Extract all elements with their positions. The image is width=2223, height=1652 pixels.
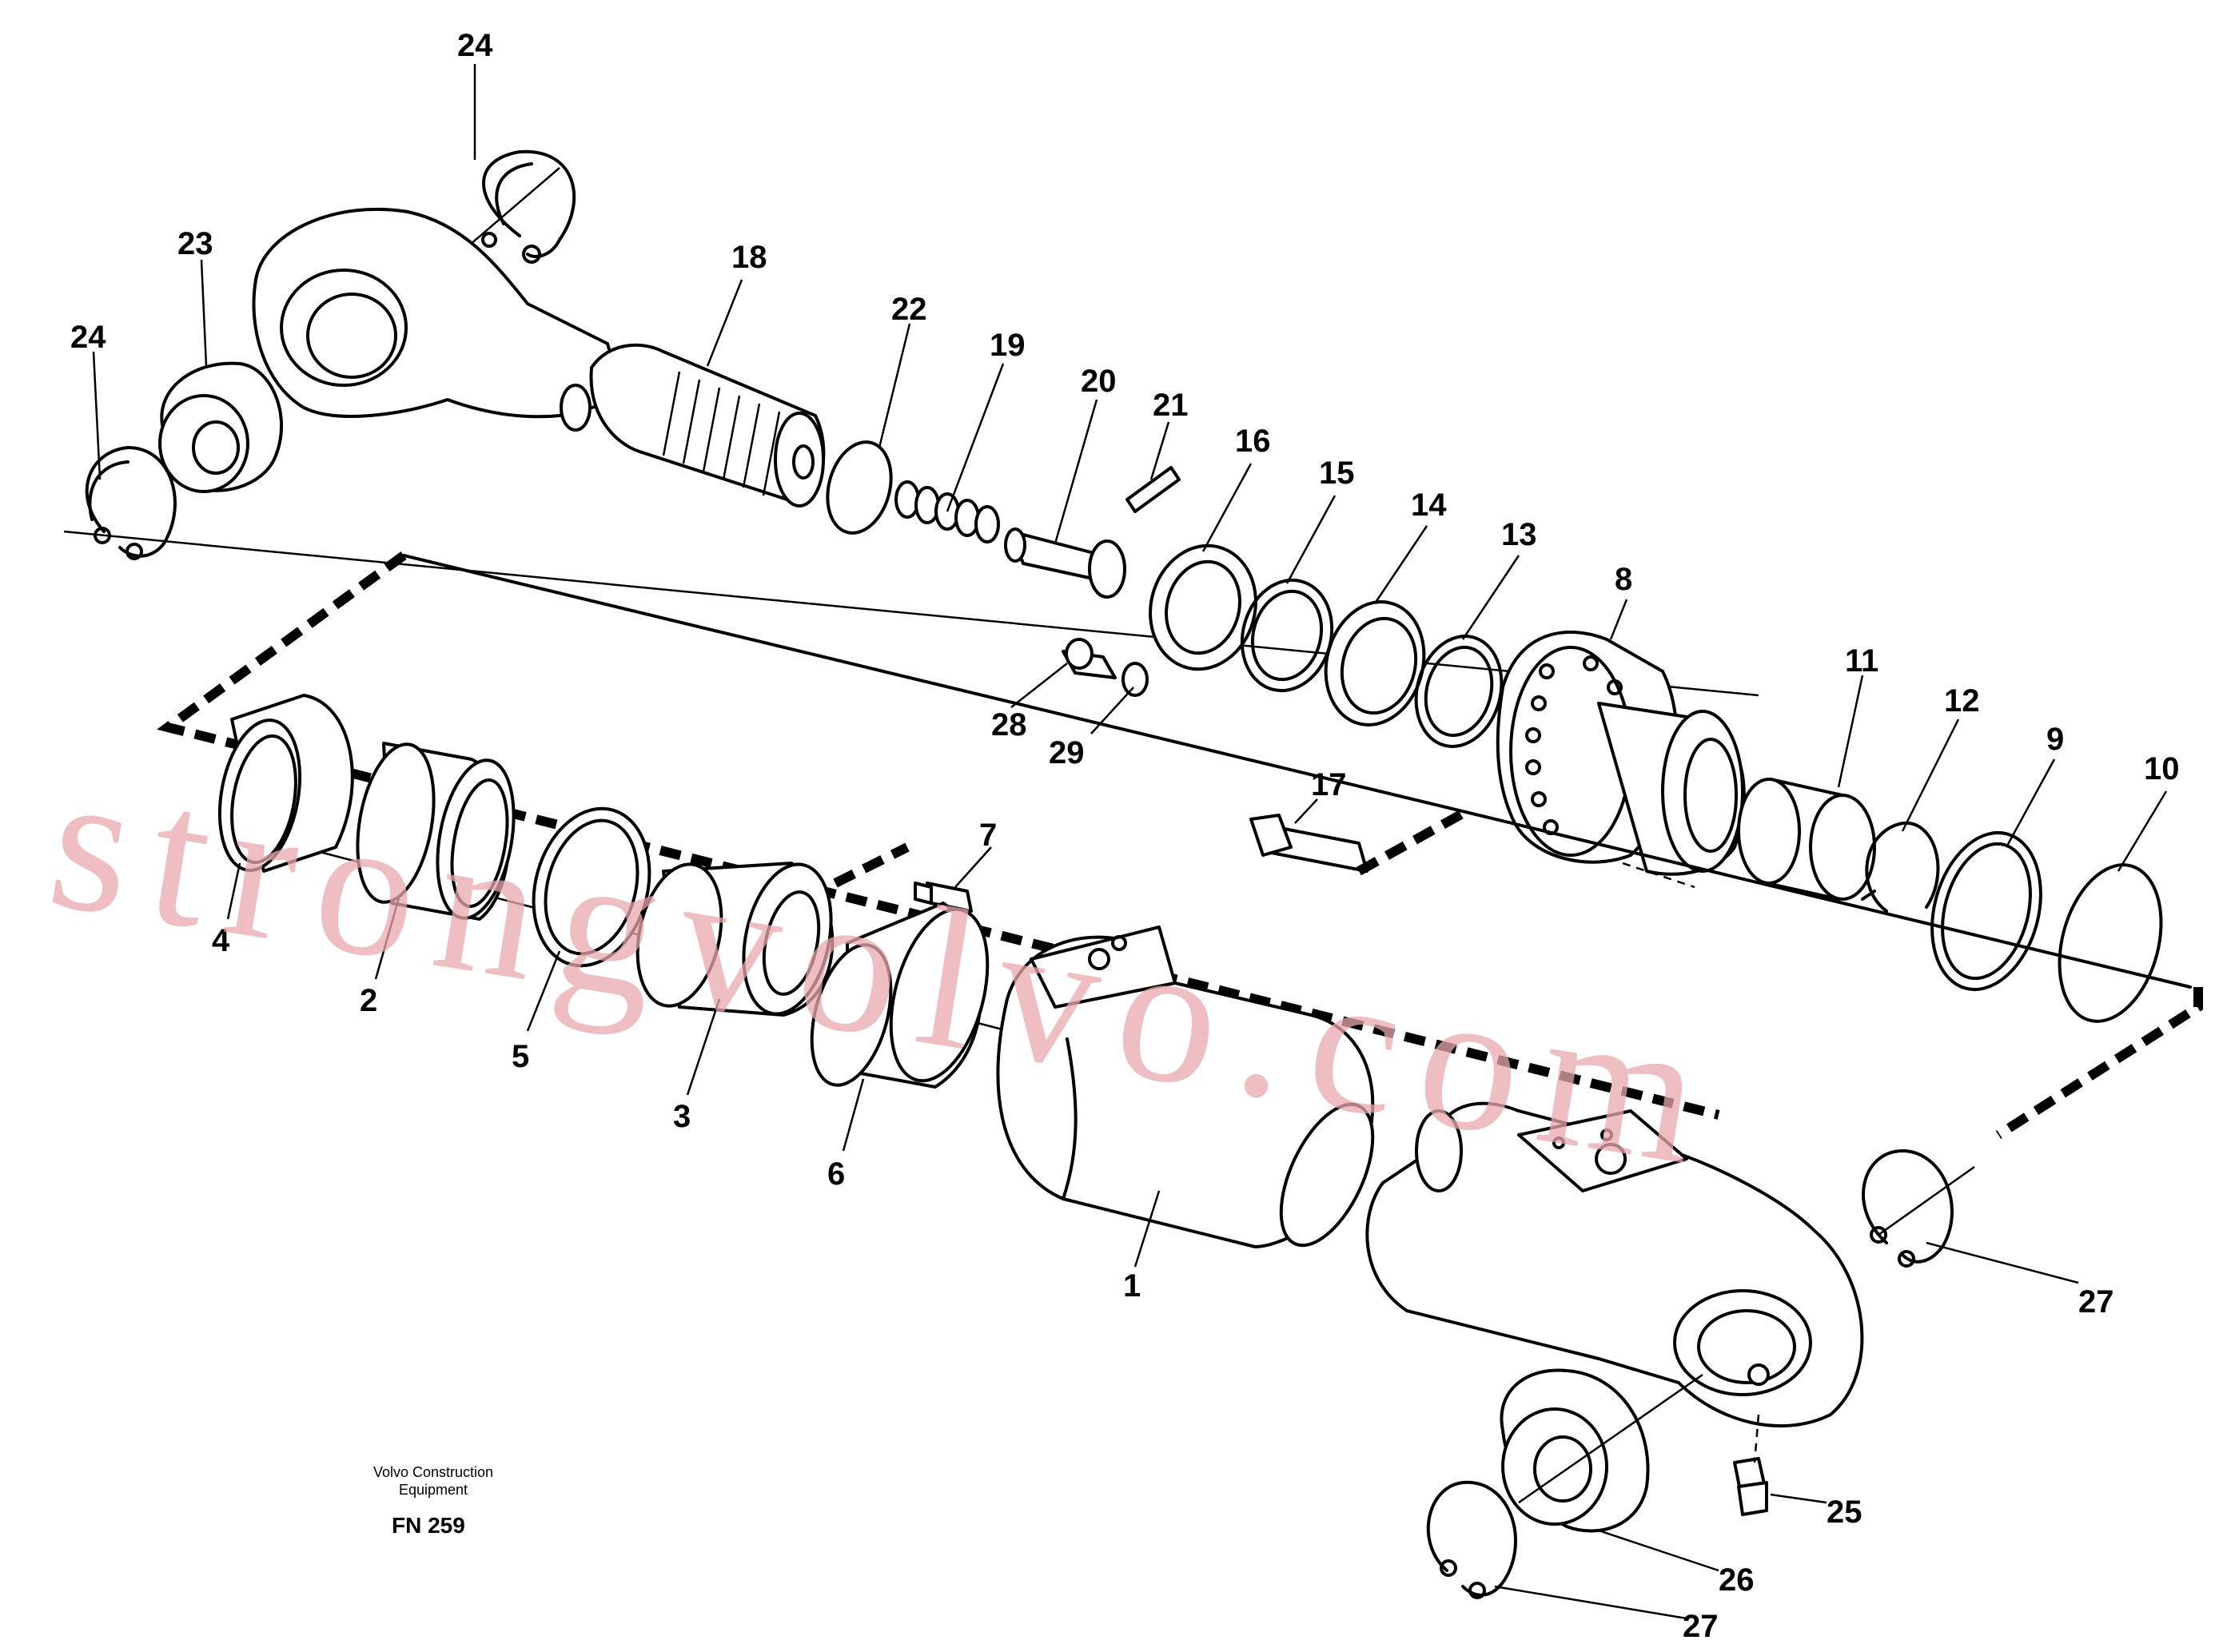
leader-lines xyxy=(92,64,2168,1620)
label-21: 21 xyxy=(1153,388,1189,423)
bolt-holes xyxy=(1525,655,1623,835)
label-27-bottom: 27 xyxy=(1683,1609,1719,1644)
piston-rod-assembly xyxy=(63,149,1759,748)
cylinder-head-8 xyxy=(1496,630,1746,889)
label-28: 28 xyxy=(991,707,1027,742)
drawing-caption: Volvo Construction Equipment FN 259 xyxy=(373,1464,493,1538)
washer-29 xyxy=(1121,662,1149,697)
bearing-23-top xyxy=(158,361,284,493)
circlip-27-bottom xyxy=(1426,1480,1517,1599)
label-3: 3 xyxy=(673,1099,691,1134)
snap-ring-12 xyxy=(1861,821,1940,913)
label-15: 15 xyxy=(1319,456,1355,491)
cylinder-tube-1 xyxy=(996,926,1375,1248)
label-16: 16 xyxy=(1235,424,1271,459)
label-11: 11 xyxy=(1845,643,1878,679)
label-19: 19 xyxy=(990,328,1026,363)
bolt-17 xyxy=(1249,814,1368,873)
sleeve-6 xyxy=(810,902,990,1089)
piston-assembly xyxy=(217,694,1975,1599)
label-20: 20 xyxy=(1081,364,1117,399)
circlip-27-right xyxy=(1862,1149,1975,1268)
piston-seal-2 xyxy=(356,742,516,921)
label-2: 2 xyxy=(360,983,377,1018)
label-4: 4 xyxy=(212,923,230,958)
label-24-top: 24 xyxy=(457,28,493,63)
label-7: 7 xyxy=(979,818,997,853)
screw-28 xyxy=(1062,638,1117,679)
piston-3 xyxy=(635,862,835,1017)
label-6: 6 xyxy=(827,1156,845,1192)
rod-threads xyxy=(662,371,781,496)
seal-13 xyxy=(1414,635,1504,748)
pin-21 xyxy=(1125,466,1181,513)
valve-20 xyxy=(1004,527,1126,599)
publisher-line-2: Equipment xyxy=(399,1482,468,1498)
label-8: 8 xyxy=(1615,562,1632,597)
label-23: 23 xyxy=(177,226,213,261)
guide-ring-4 xyxy=(217,694,354,873)
figure-code: FN 259 xyxy=(392,1513,465,1538)
label-22: 22 xyxy=(891,292,927,327)
label-9: 9 xyxy=(2046,722,2064,757)
label-29: 29 xyxy=(1049,735,1085,770)
bearing-26 xyxy=(1500,1368,1703,1533)
assembly-outline xyxy=(157,551,2203,1140)
label-17: 17 xyxy=(1311,767,1347,802)
watermark: strongvolvo.com xyxy=(37,728,1735,1210)
label-10: 10 xyxy=(2144,751,2180,786)
label-18: 18 xyxy=(731,240,767,275)
cylinder-end-eye xyxy=(1365,1101,1864,1428)
label-13: 13 xyxy=(1501,517,1537,552)
label-24-left: 24 xyxy=(70,320,106,355)
label-25: 25 xyxy=(1827,1495,1862,1530)
bushing-11 xyxy=(1737,778,1876,901)
label-1: 1 xyxy=(1123,1268,1141,1304)
circlip-24-top xyxy=(447,149,576,265)
rod-eye-18 xyxy=(252,207,826,508)
label-5: 5 xyxy=(512,1039,529,1074)
circlip-24-left xyxy=(85,446,177,560)
label-26: 26 xyxy=(1719,1562,1755,1598)
part-labels: 24 23 24 18 22 19 20 21 16 15 14 13 8 11… xyxy=(70,28,2180,1644)
stack-19 xyxy=(894,480,1000,543)
nipple-25 xyxy=(1733,1414,1768,1516)
ring-10 xyxy=(2058,863,2163,1023)
label-27-right: 27 xyxy=(2078,1284,2114,1320)
publisher-line-1: Volvo Construction xyxy=(373,1464,493,1480)
label-14: 14 xyxy=(1411,488,1447,523)
o-ring-22 xyxy=(826,440,893,535)
label-12: 12 xyxy=(1944,683,1980,719)
